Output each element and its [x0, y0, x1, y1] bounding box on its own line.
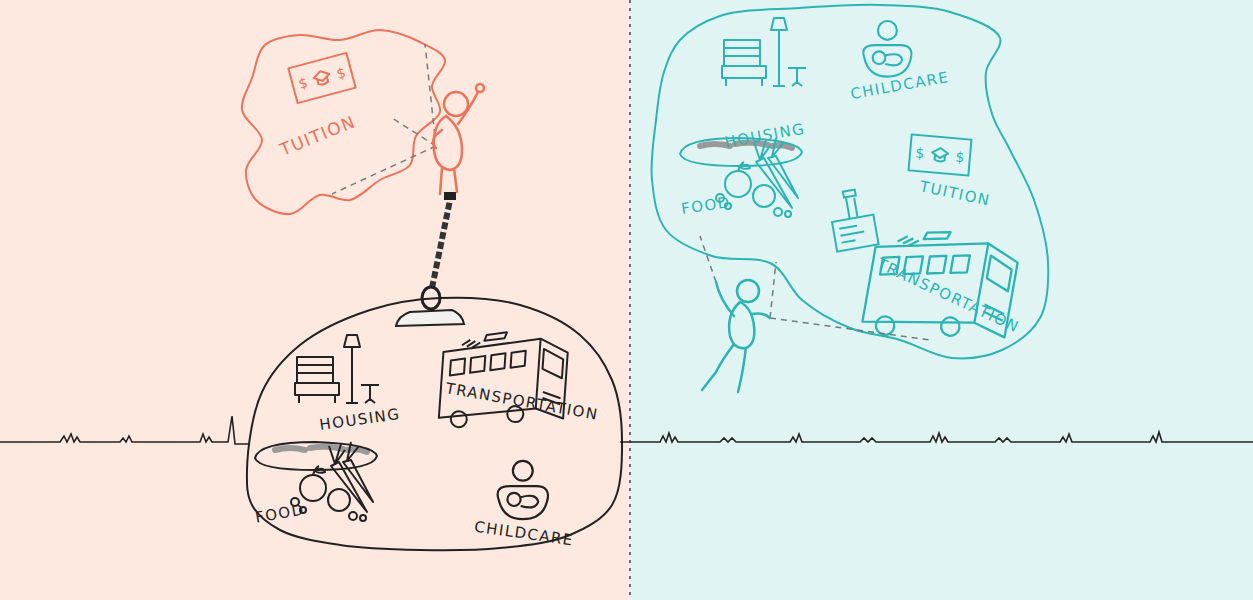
- balloon-strings: [700, 236, 930, 340]
- blob-outline-path: [651, 5, 1048, 359]
- divider-line: [629, 0, 631, 600]
- item-label: HOUSING: [724, 122, 807, 151]
- person-arm: [716, 282, 734, 316]
- ticket-hand: [843, 190, 860, 220]
- housing-icon: [722, 18, 806, 86]
- childcare-icon: [498, 461, 548, 519]
- person-legs: [702, 344, 746, 392]
- person-body: [729, 302, 754, 348]
- item-label: CHILDCARE: [473, 520, 574, 549]
- ticket-outline: [832, 215, 879, 252]
- teal-person: [702, 280, 770, 392]
- person-head: [737, 280, 759, 302]
- bus-icon: [861, 220, 1021, 356]
- dollar-symbol: $: [297, 75, 309, 91]
- tuition-sign: [909, 134, 972, 175]
- person-arm: [752, 314, 770, 319]
- item-label: TUITION: [918, 179, 991, 209]
- person-head: [444, 92, 468, 116]
- ground-line: [620, 432, 1253, 442]
- string-line: [770, 318, 930, 340]
- dollar-symbol: $: [915, 146, 925, 161]
- housing-icon: [295, 335, 379, 403]
- ticket-lines: [839, 225, 865, 243]
- left-panel: [0, 0, 630, 600]
- item-label: TRANSPORTATION: [444, 381, 599, 423]
- item-label: TRANSPORTATION: [875, 256, 1022, 335]
- string-line: [332, 146, 436, 194]
- anchor-ring: [422, 287, 440, 309]
- blob-outline-path: [242, 30, 445, 214]
- balloon-blob: HOUSING CHILDCARE FOOD TUITION TRANSPORTATIO…: [648, 1, 1052, 362]
- chain-clamp: [444, 192, 456, 200]
- string-line: [425, 44, 436, 146]
- person-legs: [440, 168, 457, 194]
- blob-outline-path: [247, 298, 622, 551]
- orange-person: [433, 84, 484, 194]
- food-icon: [680, 138, 802, 217]
- dome-blob: HOUSING TRANSPORTATION FOOD CHILDCARE: [243, 294, 626, 554]
- person-hand: [476, 84, 484, 92]
- string-line: [392, 118, 436, 146]
- item-label: CHILDCARE: [849, 70, 950, 102]
- bus-icon: [438, 328, 569, 434]
- balloon-blob: TUITION: [238, 26, 449, 218]
- item-label: TUITION: [278, 113, 358, 159]
- dollar-symbol: $: [335, 65, 347, 81]
- person-arm: [433, 130, 442, 148]
- dollar-symbol: $: [955, 149, 965, 164]
- childcare-icon: [863, 21, 911, 77]
- person-body: [434, 116, 462, 170]
- right-panel: [630, 0, 1253, 600]
- item-label: FOOD: [680, 195, 731, 217]
- item-label: HOUSING: [319, 407, 402, 433]
- string-line: [700, 236, 716, 282]
- person-arm: [458, 92, 478, 124]
- anchor-weight: [396, 310, 464, 326]
- ground-line: [0, 416, 250, 444]
- string-line: [770, 262, 776, 318]
- balloon-strings: [332, 44, 436, 194]
- ticket-card: [827, 187, 878, 251]
- item-label: FOOD: [254, 502, 306, 525]
- chain: [432, 200, 450, 288]
- tuition-sign: [288, 53, 355, 103]
